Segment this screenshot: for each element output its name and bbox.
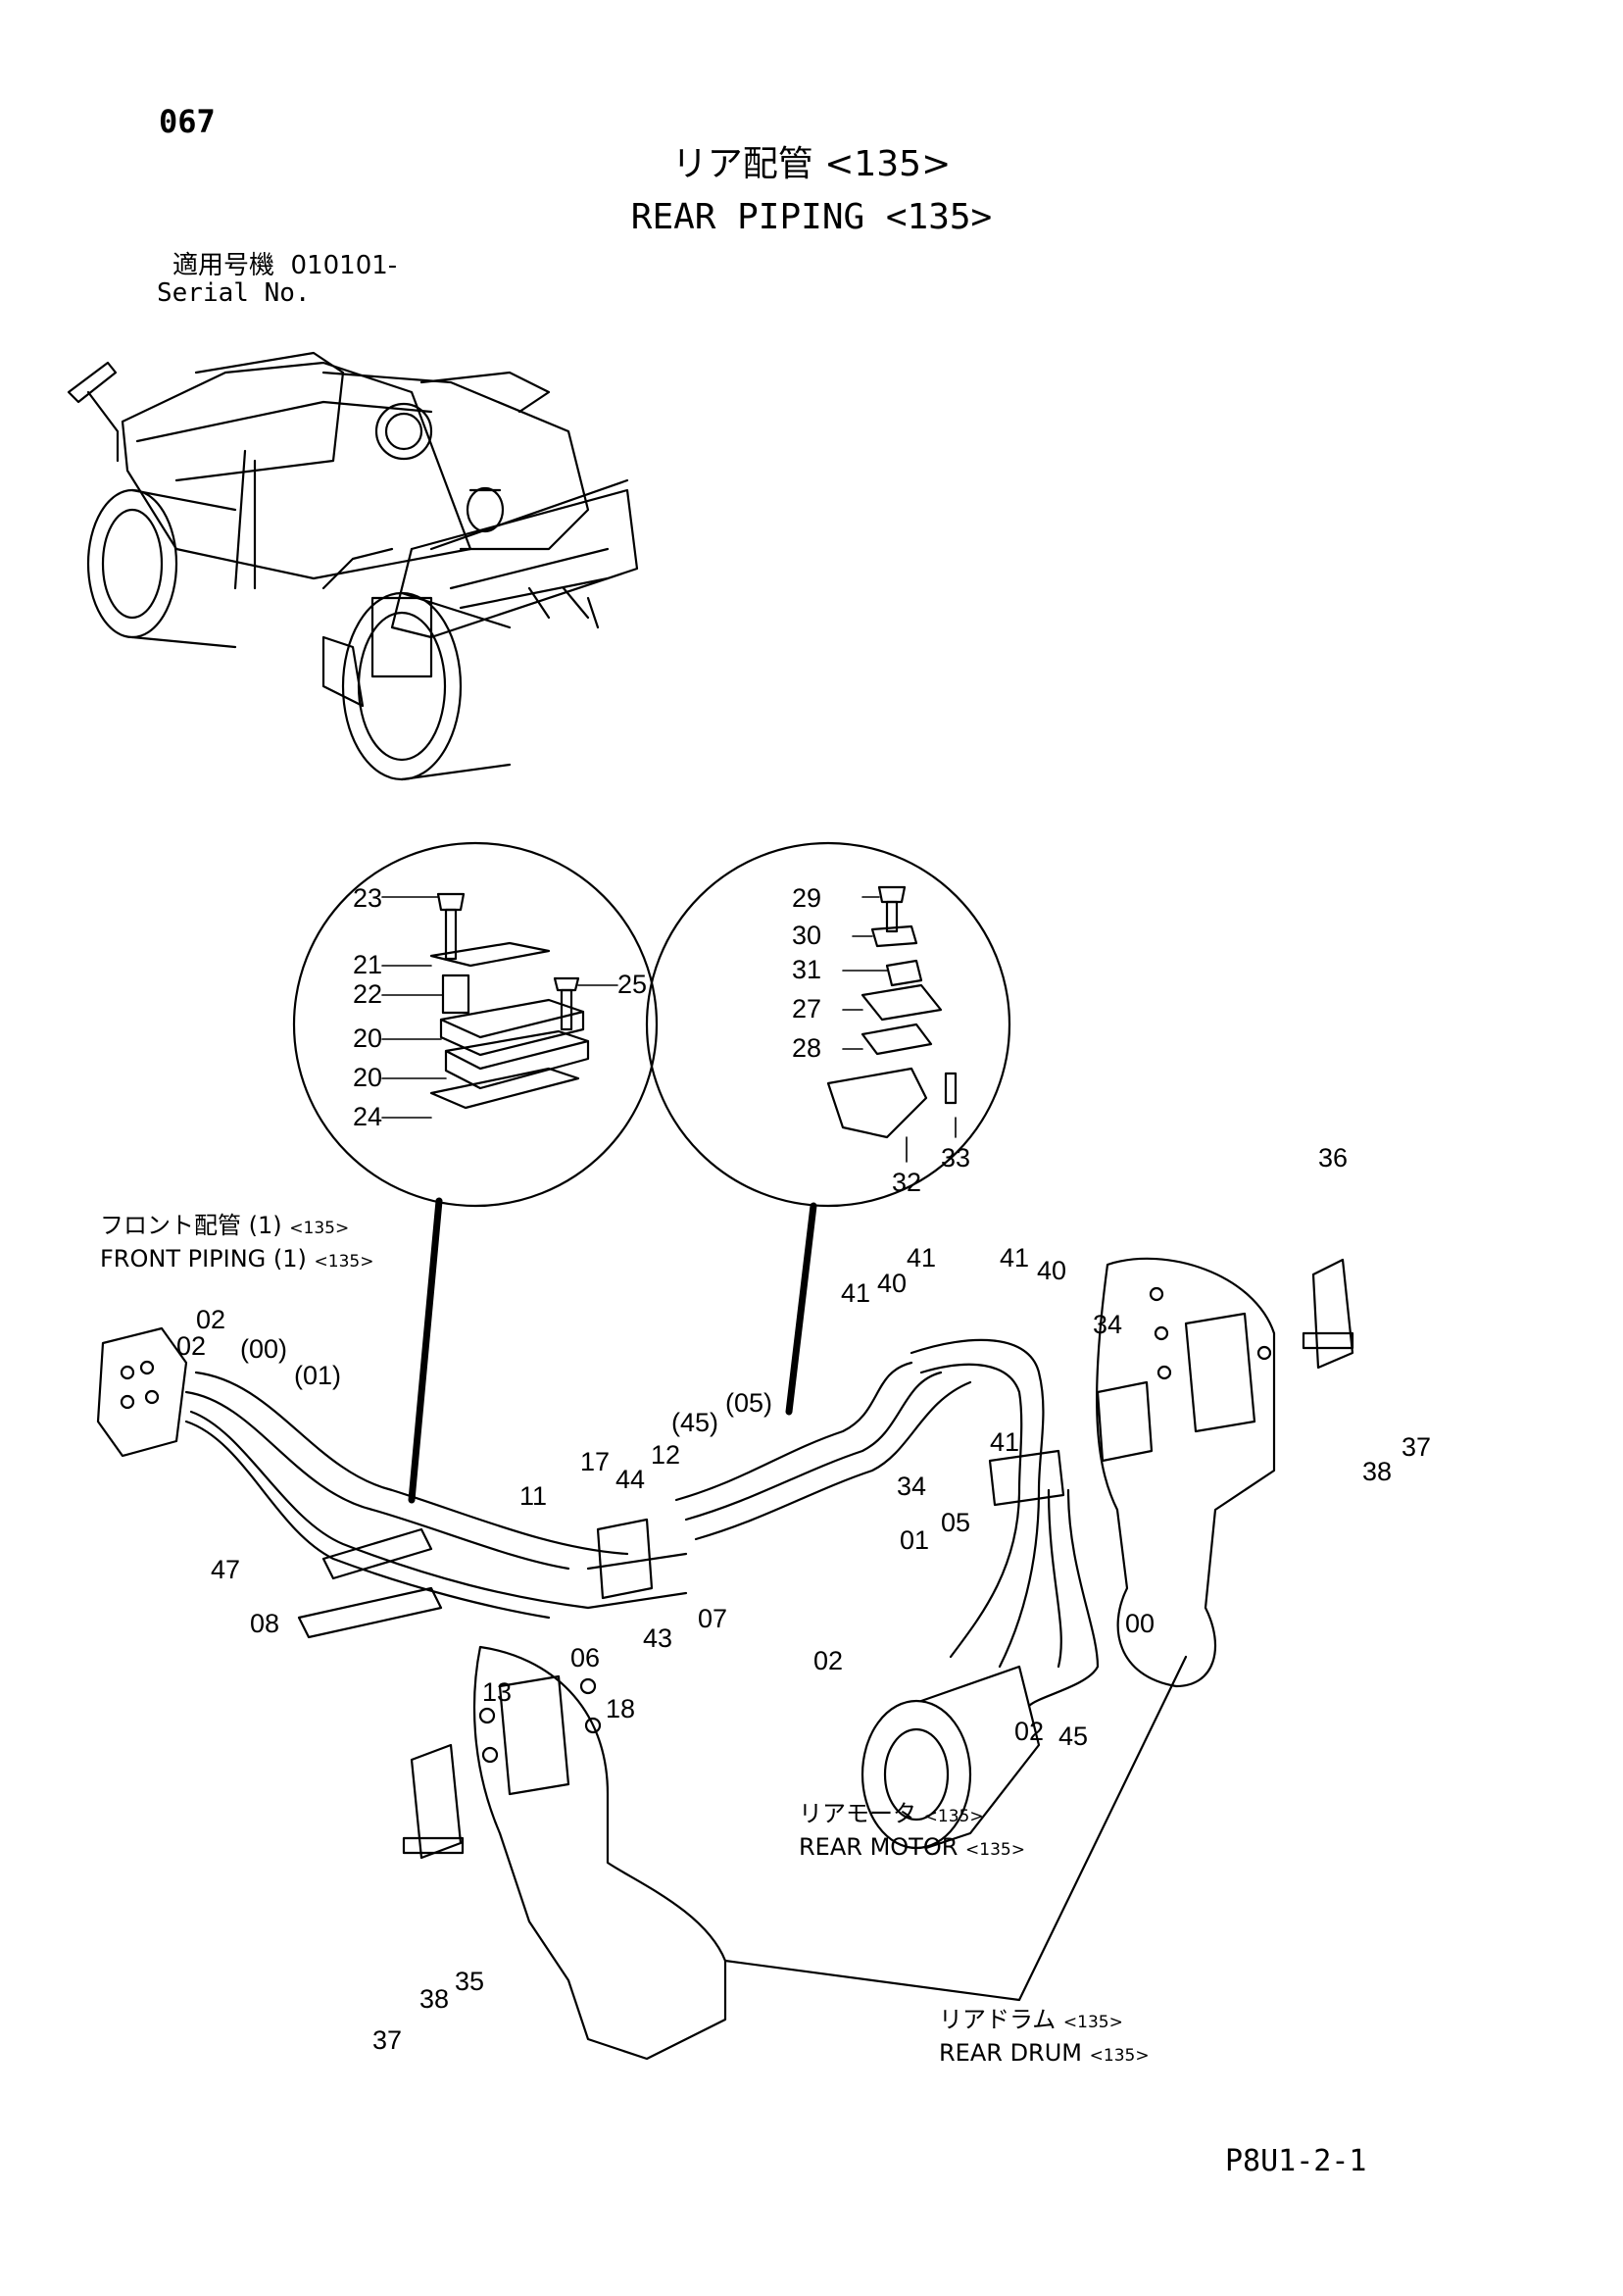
callout-main-5: 08 [250, 1609, 279, 1638]
rear-drum-ref-en: REAR DRUM <135> [939, 2041, 1150, 2065]
serial-value: 010101- [290, 251, 398, 280]
ref-code: <135> [923, 1807, 984, 1826]
callout-main-31: 02 [813, 1646, 843, 1675]
main-piping-assembly [96, 1257, 1354, 2061]
serial-label-jp: 適用号機 [172, 251, 275, 280]
callout-main-33: 45 [1058, 1722, 1088, 1751]
callout-main-28: 01 [900, 1525, 929, 1555]
callout-detail-a-2: 22 [353, 979, 382, 1009]
rear-drum-en-label: REAR DRUM [939, 2039, 1082, 2067]
callout-main-11: (05) [725, 1388, 772, 1418]
title-english: REAR PIPING <135> [630, 197, 993, 237]
callout-labels: 23212220202425293031272833320202(00)(01)… [176, 883, 1431, 2055]
callout-main-30: 00 [1125, 1609, 1155, 1638]
callout-main-4: 47 [211, 1555, 240, 1584]
callout-detail-a-4: 20 [353, 1063, 382, 1092]
callout-main-29: 05 [941, 1508, 970, 1537]
callout-main-20: 41 [1000, 1243, 1029, 1273]
callout-main-34: 35 [455, 1967, 484, 1996]
callout-detail-b-5: 33 [941, 1143, 970, 1173]
callout-main-12: 13 [482, 1677, 512, 1707]
ref-code: <135> [1062, 2013, 1123, 2032]
callout-detail-a-6: 25 [617, 970, 647, 999]
callout-main-19: 41 [907, 1243, 936, 1273]
ref-code: <135> [314, 1252, 374, 1272]
callout-main-24: 38 [1362, 1457, 1392, 1486]
front-piping-ref-jp: フロント配管 (1) <135> [100, 1214, 349, 1237]
callout-main-10: (45) [671, 1408, 718, 1437]
front-piping-jp-label: フロント配管 (1) [100, 1212, 282, 1239]
callout-main-7: 17 [580, 1447, 610, 1476]
document-code: P8U1-2-1 [1225, 2144, 1367, 2178]
callout-main-18: 40 [877, 1269, 907, 1298]
callout-detail-b-6: 32 [892, 1168, 921, 1197]
front-piping-ref-en: FRONT PIPING (1) <135> [100, 1247, 373, 1271]
callout-main-8: 44 [615, 1465, 645, 1494]
detail-circle-b [645, 841, 1011, 1416]
ref-code: <135> [289, 1219, 350, 1238]
callout-main-27: 34 [897, 1472, 926, 1501]
callout-main-15: 43 [643, 1623, 672, 1653]
callout-detail-a-3: 20 [353, 1023, 382, 1053]
callout-main-16: 07 [698, 1604, 727, 1633]
page-number: 067 [159, 103, 216, 140]
title-japanese: リア配管 <135> [671, 144, 952, 184]
callout-main-36: 37 [372, 2025, 402, 2055]
rear-motor-ref-jp: リアモータ <135> [799, 1802, 984, 1825]
callout-detail-a-1: 21 [353, 950, 382, 979]
callout-detail-a-5: 24 [353, 1102, 382, 1131]
callout-detail-b-3: 27 [792, 994, 821, 1023]
callout-main-32: 02 [1014, 1717, 1044, 1746]
serial-label-english: Serial No. [157, 278, 311, 308]
callout-detail-b-2: 31 [792, 955, 821, 984]
callout-main-23: 36 [1318, 1143, 1348, 1173]
callout-leaders [381, 896, 957, 1163]
ref-code: <135> [1089, 2046, 1150, 2066]
ref-code: <135> [965, 1840, 1025, 1860]
callout-detail-b-0: 29 [792, 883, 821, 913]
callout-main-0: 02 [196, 1305, 225, 1334]
detail-circle-a [292, 841, 659, 1504]
callout-main-21: 40 [1037, 1256, 1066, 1285]
callout-main-3: (01) [294, 1361, 341, 1390]
callout-main-26: 41 [990, 1427, 1019, 1457]
callout-detail-b-4: 28 [792, 1033, 821, 1063]
callout-main-1: 02 [176, 1331, 206, 1361]
serial-label-japanese: 適用号機 010101- [172, 253, 397, 278]
callout-main-14: 18 [606, 1694, 635, 1723]
callout-main-17: 41 [841, 1278, 870, 1308]
machine-overview-illustration [67, 351, 639, 781]
callout-main-9: 12 [651, 1440, 680, 1470]
callout-main-25: 37 [1402, 1432, 1431, 1462]
front-piping-en-label: FRONT PIPING (1) [100, 1245, 307, 1273]
rear-drum-jp-label: リアドラム [939, 2006, 1057, 2033]
callout-main-2: (00) [240, 1334, 287, 1364]
rear-motor-jp-label: リアモータ [799, 1800, 916, 1827]
callout-detail-b-1: 30 [792, 921, 821, 950]
callout-main-13: 06 [570, 1643, 600, 1672]
rear-drum-ref-jp: リアドラム <135> [939, 2008, 1123, 2031]
callout-detail-a-0: 23 [353, 883, 382, 913]
callout-main-22: 34 [1093, 1310, 1122, 1339]
callout-main-35: 38 [419, 1984, 449, 2014]
callout-main-6: 11 [519, 1481, 547, 1511]
